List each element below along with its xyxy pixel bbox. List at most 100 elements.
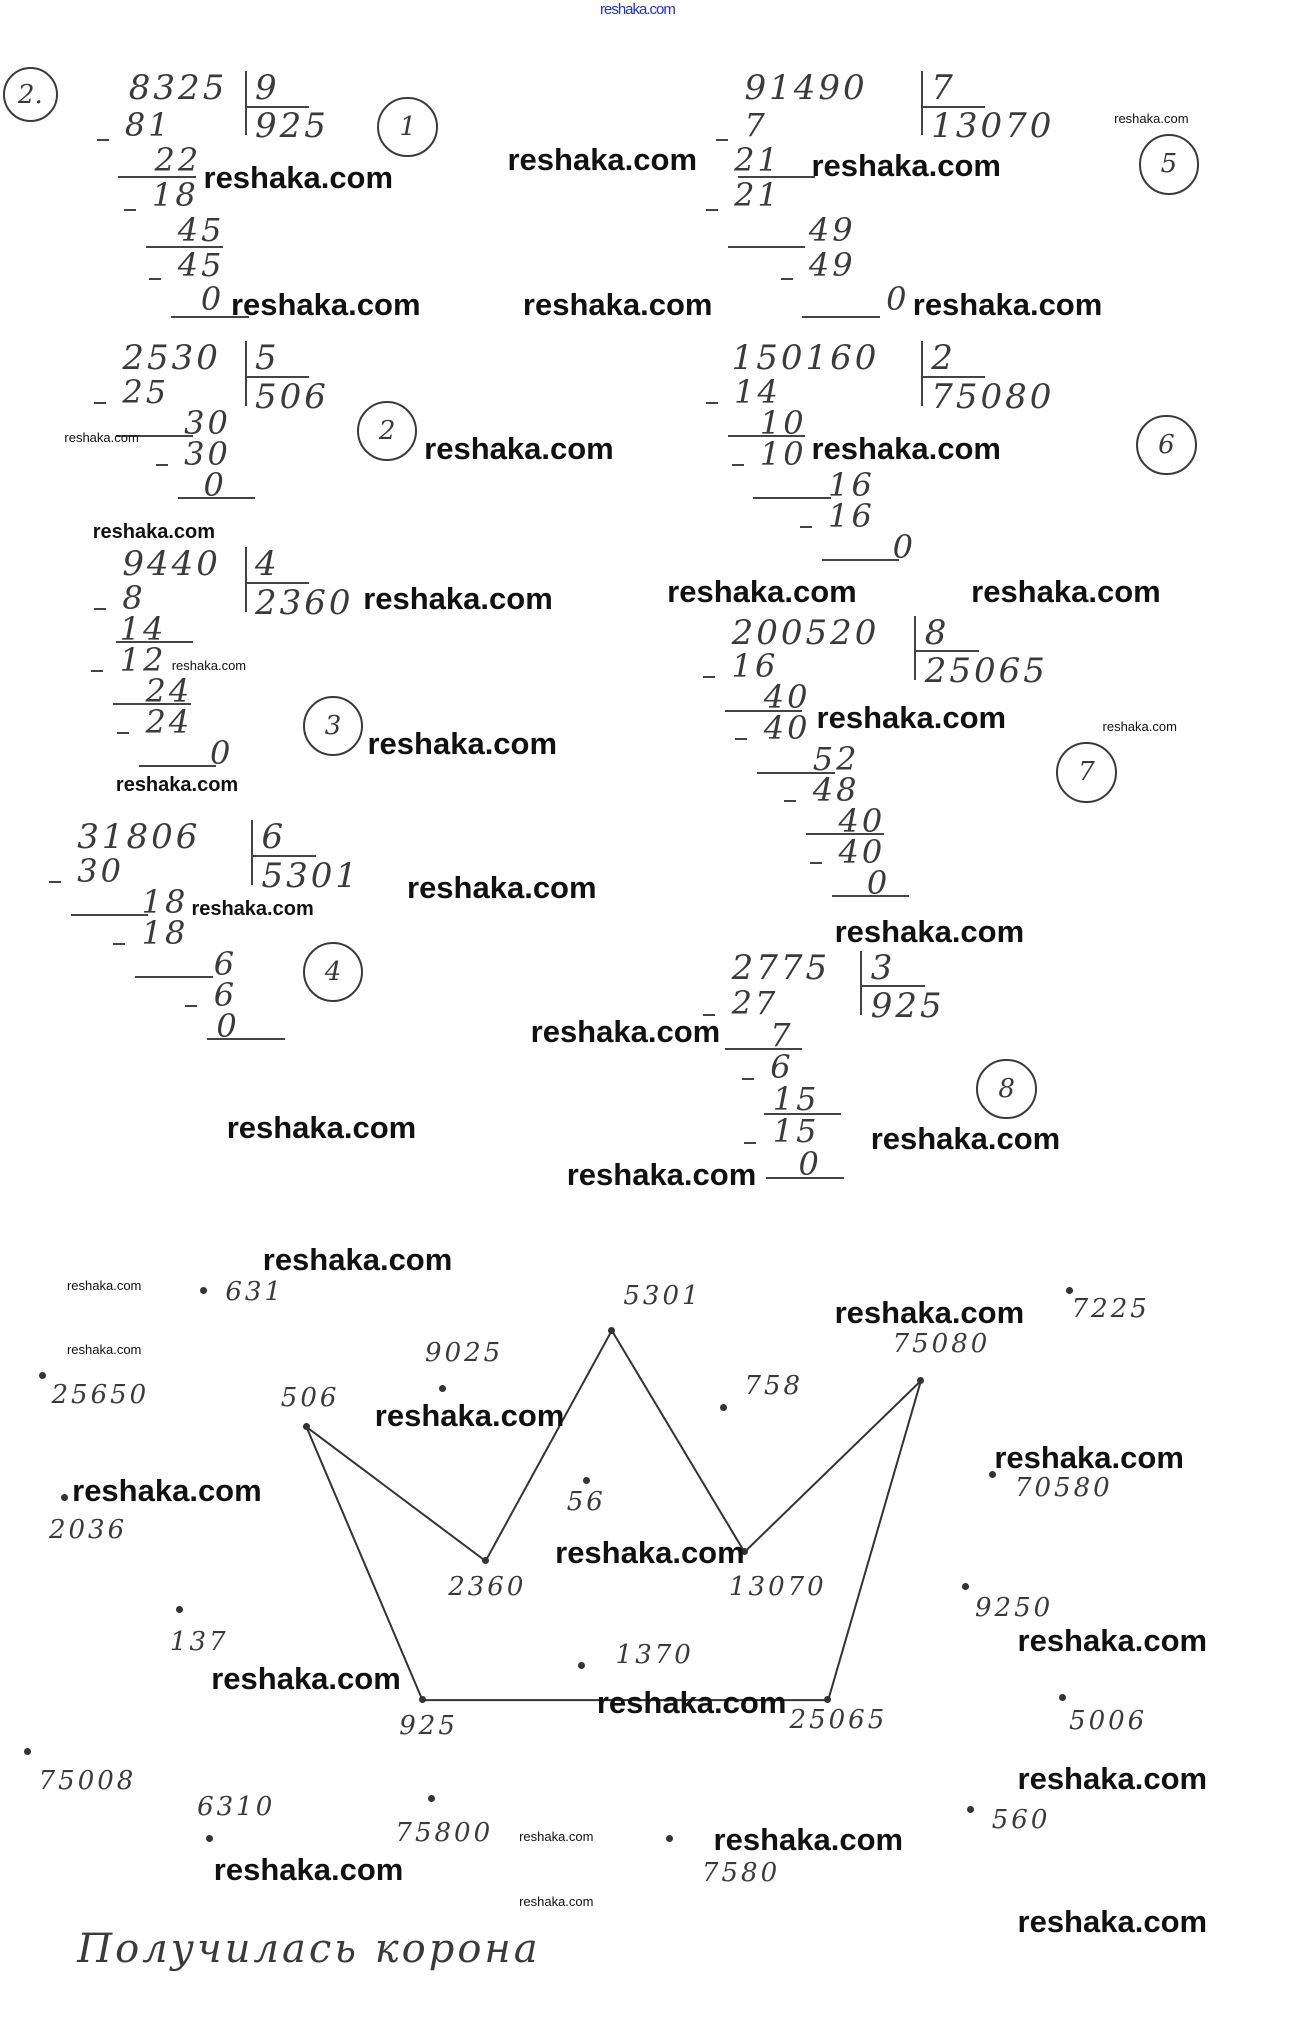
division-row: 24 (145, 671, 193, 710)
watermark-small[interactable]: reshaka.com (64, 430, 139, 446)
division-row: 0 (866, 863, 891, 902)
watermark-medium[interactable]: reshaka.com (191, 898, 314, 921)
watermark[interactable]: reshaka.com (713, 1822, 904, 1858)
watermark[interactable]: reshaka.com (811, 148, 1001, 184)
watermark[interactable]: reshaka.com (834, 913, 1025, 949)
crown-vertex-label: 506 (280, 1382, 340, 1413)
division-row: 0 (892, 527, 916, 566)
dividend: 31806 (77, 817, 201, 858)
underline (821, 558, 899, 561)
division-row: 30 (77, 852, 124, 891)
underline (118, 176, 196, 179)
division-row: 49 (808, 210, 856, 249)
watermark[interactable]: reshaka.com (211, 1661, 401, 1697)
watermark-medium[interactable]: reshaka.com (92, 521, 216, 544)
minus-sign (799, 525, 812, 528)
minus-sign (810, 861, 823, 864)
circled-number: 7 (1056, 741, 1117, 803)
watermark[interactable]: reshaka.com (912, 286, 1103, 322)
watermark[interactable]: reshaka.com (374, 1398, 565, 1434)
watermark[interactable]: reshaka.com (522, 286, 713, 322)
circled-number: 4 (302, 941, 364, 1003)
division-row: 16 (828, 496, 875, 535)
watermark[interactable]: reshaka.com (407, 869, 597, 905)
watermark[interactable]: reshaka.com (363, 581, 553, 617)
division-bar (914, 615, 917, 681)
division-row: 40 (763, 709, 811, 748)
minus-sign (780, 278, 793, 281)
underline (757, 771, 835, 774)
circled-number: 2. (2, 66, 59, 123)
watermark-small[interactable]: reshaka.com (66, 1277, 142, 1293)
watermark[interactable]: reshaka.com (811, 430, 1001, 466)
watermark[interactable]: reshaka.com (226, 1109, 417, 1145)
point-dot (24, 1747, 32, 1755)
watermark[interactable]: reshaka.com (971, 573, 1161, 609)
division-bar (244, 70, 247, 136)
watermark[interactable]: reshaka.com (1017, 1904, 1208, 1940)
division-row: 14 (734, 373, 781, 412)
watermark[interactable]: reshaka.com (213, 1851, 404, 1887)
underline (727, 435, 805, 438)
dividend: 91490 (744, 67, 868, 108)
underline (738, 176, 816, 179)
watermark[interactable]: reshaka.com (1017, 1761, 1208, 1797)
watermark-small[interactable]: reshaka.com (66, 1342, 142, 1358)
division-row: 15 (772, 1112, 820, 1151)
minus-sign (741, 1078, 754, 1081)
watermark[interactable]: reshaka.com (816, 699, 1007, 735)
point-dot (578, 1661, 586, 1669)
underline (115, 435, 194, 438)
watermark[interactable]: reshaka.com (230, 286, 421, 322)
division-row: 45 (177, 210, 225, 249)
watermark[interactable]: reshaka.com (1017, 1623, 1208, 1659)
division-row: 30 (184, 404, 231, 442)
minus-sign (705, 401, 718, 404)
point-dot (962, 1582, 970, 1590)
watermark[interactable]: reshaka.com (72, 1472, 262, 1508)
underline (920, 105, 986, 108)
watermark[interactable]: reshaka.com (367, 725, 558, 761)
underline (115, 641, 194, 644)
watermark[interactable]: reshaka.com (555, 1535, 745, 1571)
watermark-small[interactable]: reshaka.com (1114, 111, 1189, 127)
watermark[interactable]: reshaka.com (994, 1439, 1184, 1475)
watermark[interactable]: reshaka.com (834, 1295, 1025, 1331)
division-row: 15 (772, 1080, 820, 1119)
watermark[interactable]: reshaka.com (530, 1014, 721, 1050)
divisor: 6 (261, 817, 287, 858)
watermark[interactable]: reshaka.com (203, 160, 394, 196)
minus-sign (705, 208, 718, 211)
point-label: 75800 (395, 1817, 494, 1848)
site-watermark-top[interactable]: reshaka.com (600, 1, 676, 18)
underline (725, 709, 803, 712)
watermark-small[interactable]: reshaka.com (519, 1829, 594, 1845)
watermark-small[interactable]: reshaka.com (1102, 718, 1177, 734)
watermark[interactable]: reshaka.com (667, 573, 857, 609)
divisor: 7 (931, 67, 956, 108)
division-row: 7 (744, 106, 768, 145)
watermark[interactable]: reshaka.com (507, 142, 698, 178)
underline (207, 1038, 285, 1041)
watermark-small[interactable]: reshaka.com (519, 1893, 594, 1909)
watermark[interactable]: reshaka.com (596, 1685, 787, 1721)
watermark[interactable]: reshaka.com (566, 1157, 757, 1193)
underline (244, 582, 310, 585)
division-bar (244, 547, 247, 612)
watermark[interactable]: reshaka.com (424, 430, 614, 466)
dividend: 200520 (731, 612, 880, 653)
crown-vertex-label: 13070 (729, 1571, 827, 1602)
watermark-small[interactable]: reshaka.com (171, 658, 247, 674)
division-row: 0 (200, 280, 225, 319)
division-row: 27 (731, 983, 779, 1022)
dividend: 2775 (731, 947, 831, 988)
minus-sign (716, 139, 729, 142)
watermark-medium[interactable]: reshaka.com (115, 774, 239, 797)
minus-sign (744, 1142, 757, 1145)
watermark[interactable]: reshaka.com (870, 1121, 1061, 1157)
watermark[interactable]: reshaka.com (262, 1241, 453, 1277)
crown-vertex-label: 925 (399, 1711, 458, 1742)
division-bar (920, 70, 923, 136)
underline (766, 1177, 844, 1180)
